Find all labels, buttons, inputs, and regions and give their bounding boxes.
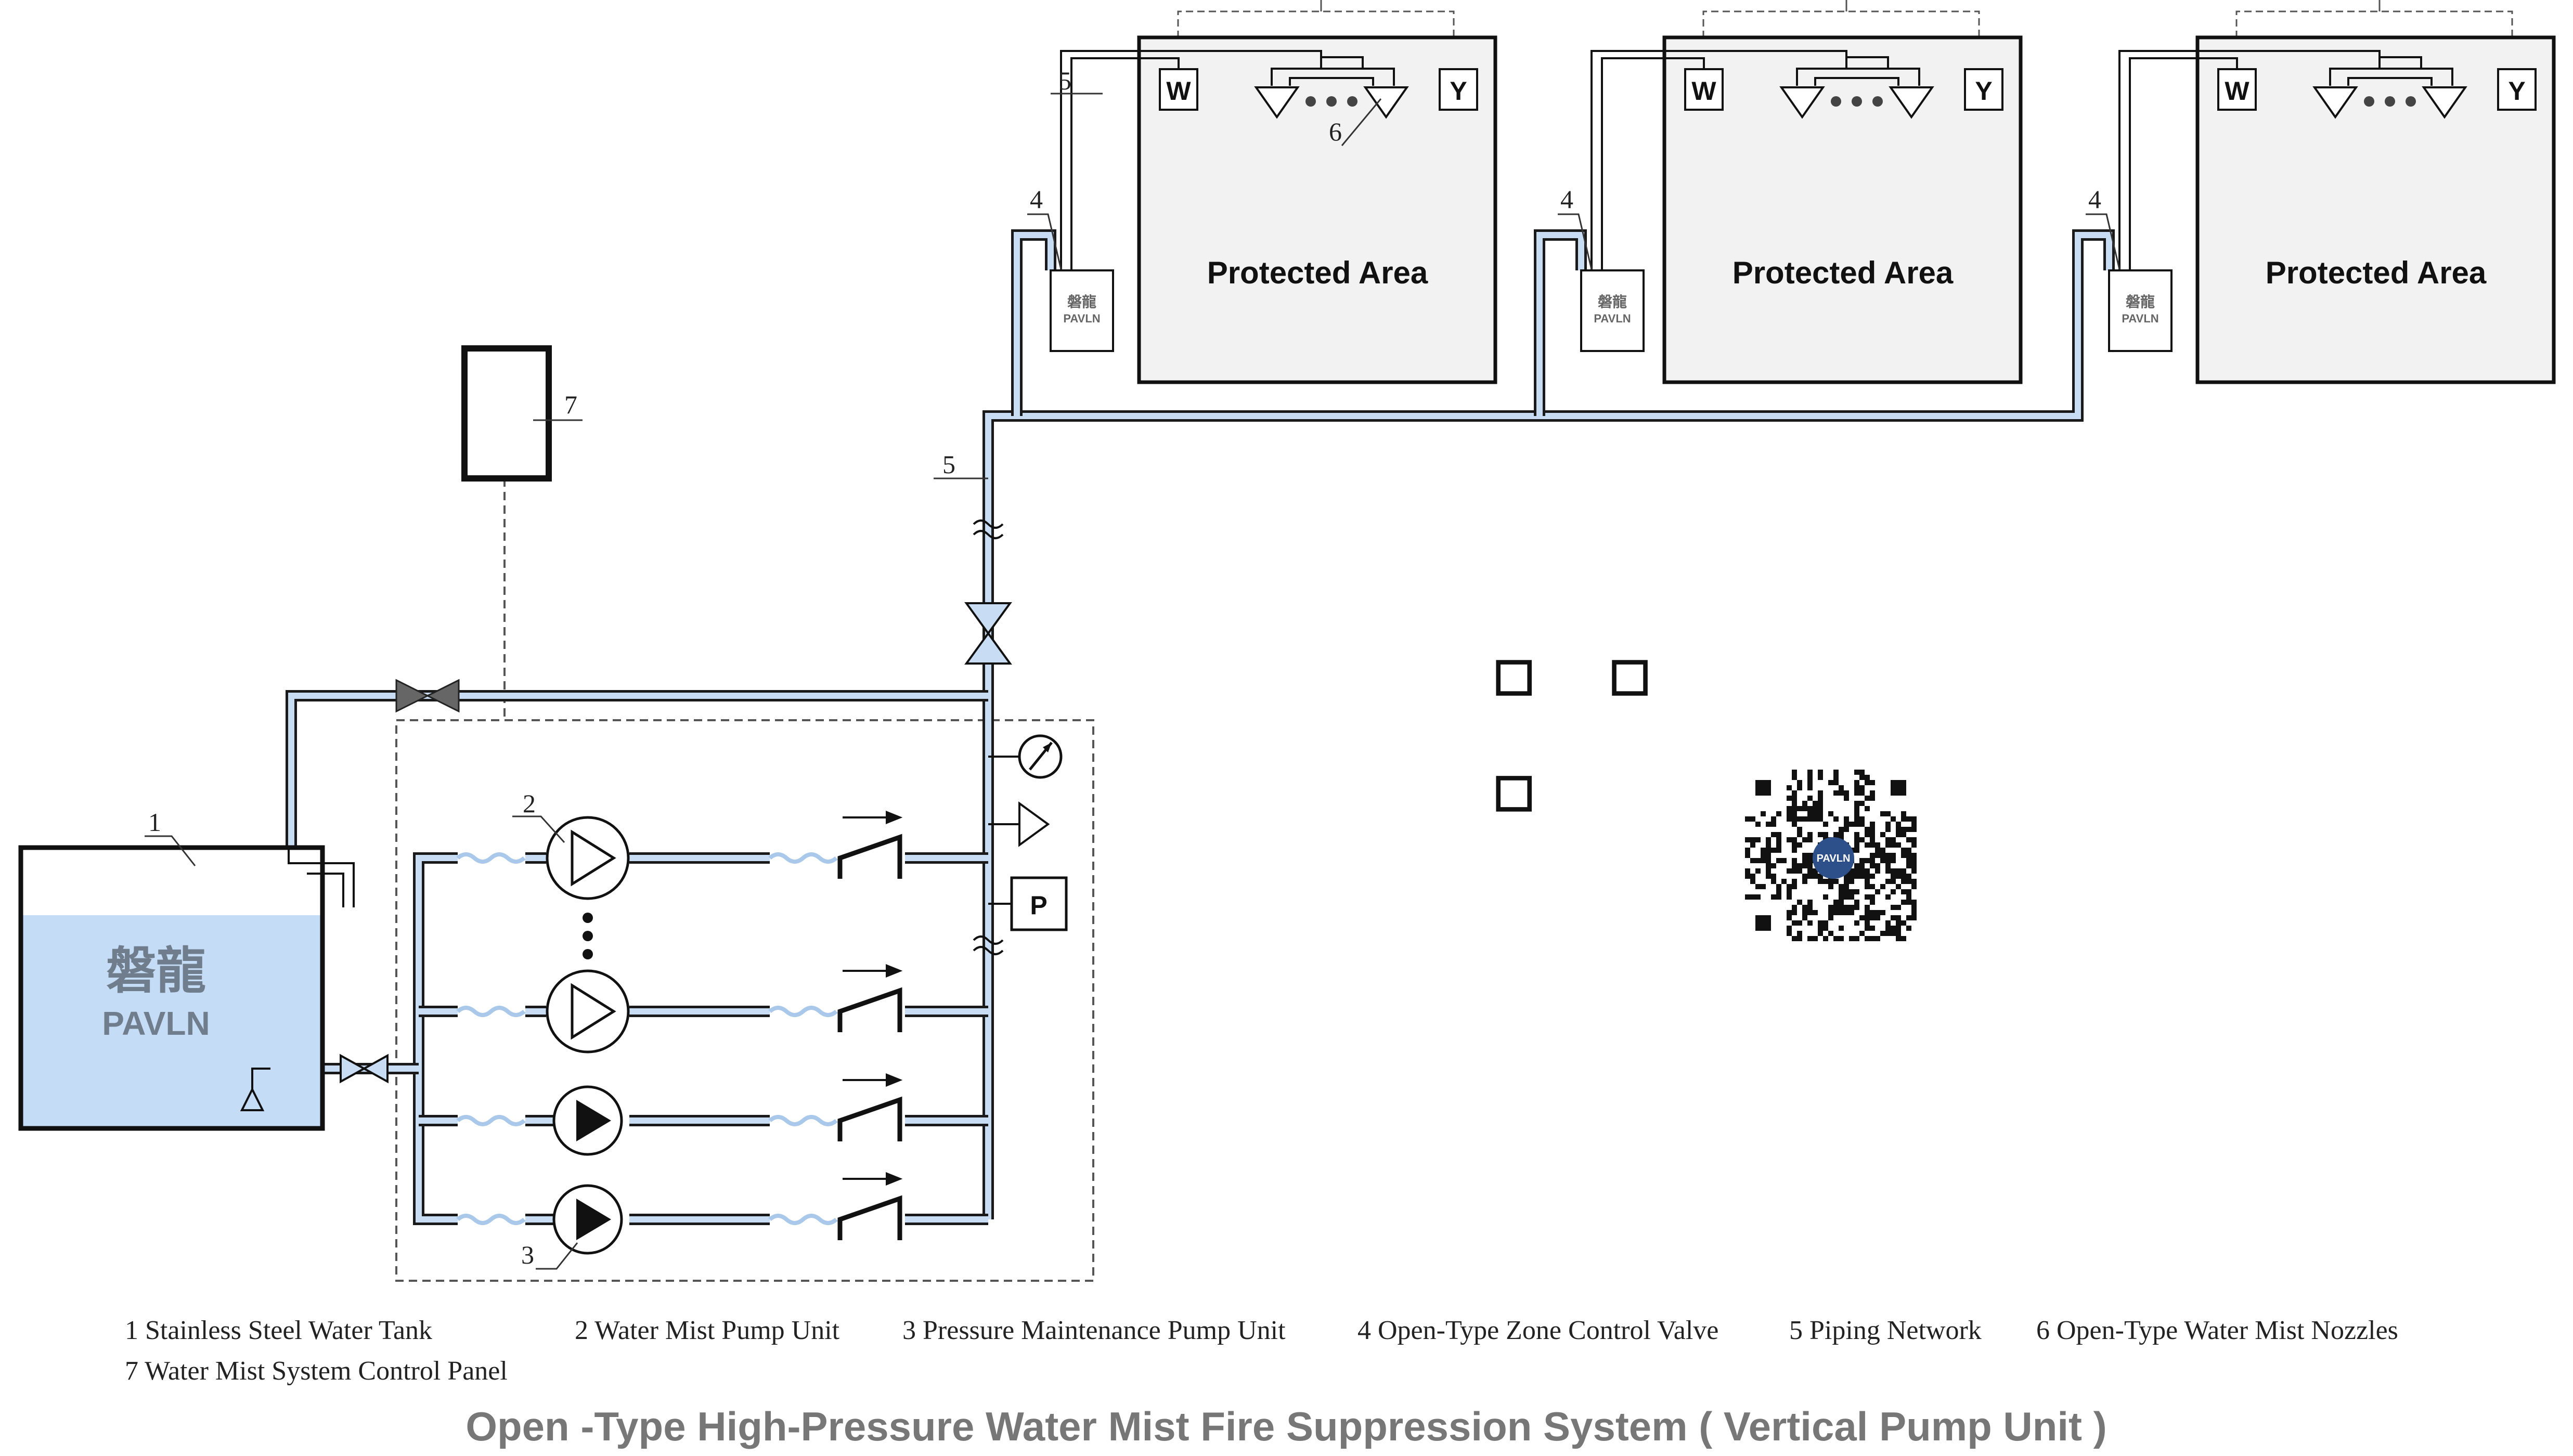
nozzle-icon [1889, 86, 1934, 119]
nozzle-icon [1363, 86, 1409, 119]
tank-outlet-valve [340, 1054, 389, 1084]
protected-area-box [1137, 35, 1497, 384]
valve-brand-cn: 磐龍 [2126, 293, 2155, 310]
tank-brand-en: PAVLN [102, 1005, 210, 1042]
callout-lines [145, 93, 1382, 1270]
zone-control-valve [1050, 269, 1114, 352]
zone-control-valve [2108, 269, 2173, 352]
nozzle-icon [2422, 86, 2467, 119]
riser-instruments: P [988, 734, 1068, 931]
protected-area-label: Protected Area [1732, 255, 1954, 290]
detector-w-label: W [1166, 76, 1191, 106]
callout-2: 2 [523, 789, 536, 818]
riser-gate-valve [964, 602, 1012, 665]
callout-3: 3 [521, 1240, 534, 1269]
protected-area-box [1662, 35, 2023, 384]
detector-y-label: Y [2508, 76, 2525, 106]
stainless-steel-water-tank: 磐龍 PAVLN [18, 845, 355, 1131]
callout-6: 6 [1329, 117, 1342, 146]
legend-item: 4 Open-Type Zone Control Valve [1357, 1316, 1718, 1345]
zone-control-valve [1580, 269, 1645, 352]
detector-w-box [1159, 68, 1198, 111]
protected-area-label: Protected Area [1207, 255, 1428, 290]
callout-5-top: 5 [1058, 66, 1071, 95]
nozzle-icon [2312, 86, 2358, 119]
nozzle-icon [1254, 86, 1300, 119]
detector-y-label: Y [1450, 76, 1467, 106]
detector-w-label: W [2225, 76, 2249, 106]
relief-valve-icon [1018, 801, 1050, 847]
qr-center-label: PAVLN [1817, 853, 1851, 864]
protected-area-label: Protected Area [2266, 255, 2487, 290]
check-valves [837, 834, 902, 1240]
detector-w-label: W [1691, 76, 1716, 106]
callout-1: 1 [148, 808, 161, 837]
legend-item: 3 Pressure Maintenance Pump Unit [902, 1316, 1286, 1345]
protected-area-box [2195, 35, 2556, 384]
protected-zone: Protected Area W Y 磐龍 PAVLN 4 [1027, 0, 1497, 384]
valve-brand-en: PAVLN [1594, 312, 1631, 325]
valve-brand-en: PAVLN [1063, 312, 1100, 325]
protected-zone: Protected Area W Y 磐龍 PAVLN 4 [2086, 0, 2556, 384]
legend-item: 7 Water Mist System Control Panel [125, 1356, 508, 1386]
legend-item: 1 Stainless Steel Water Tank [125, 1316, 432, 1345]
pump-skid-enclosure [395, 719, 1094, 1282]
callout-4: 4 [1030, 185, 1043, 214]
control-panel [461, 345, 552, 482]
valve-brand-en: PAVLN [2122, 312, 2158, 325]
nozzle-icon [1779, 86, 1825, 119]
pressure-switch-label: P [1030, 891, 1047, 920]
detector-y-box [1439, 68, 1478, 111]
water-mist-pumps [546, 816, 630, 1054]
tank-brand-cn: 磐龍 [106, 942, 206, 1000]
pressure-switch-box [1010, 876, 1068, 931]
valve-brand-cn: 磐龍 [1067, 293, 1096, 310]
diagram-title: Open -Type High-Pressure Water Mist Fire… [466, 1403, 2106, 1449]
protected-zone: Protected Area W Y 磐龍 PAVLN 4 [1558, 0, 2023, 384]
valve-brand-cn: 磐龍 [1598, 293, 1627, 310]
detector-y-box [1964, 68, 2003, 111]
callout-7: 7 [564, 390, 577, 419]
pipe-break-symbols [973, 519, 1004, 955]
legend-item: 6 Open-Type Water Mist Nozzles [2036, 1316, 2398, 1345]
callout-5-riser: 5 [942, 450, 955, 479]
flow-arrows [843, 811, 903, 1186]
callout-4: 4 [2088, 185, 2101, 214]
legend-item: 5 Piping Network [1789, 1316, 1982, 1345]
return-line-valve [395, 679, 460, 713]
qr-center-logo [1813, 837, 1854, 879]
detector-y-label: Y [1975, 76, 1992, 106]
legend-item: 2 Water Mist Pump Unit [575, 1316, 840, 1345]
pressure-maintenance-pumps [552, 1085, 623, 1255]
detector-y-box [2497, 68, 2537, 111]
callout-4: 4 [1560, 185, 1573, 214]
legend: 1 Stainless Steel Water Tank 2 Water Mis… [125, 1316, 2398, 1386]
qr-code [1496, 660, 1917, 941]
flexible-hoses [456, 852, 838, 1225]
